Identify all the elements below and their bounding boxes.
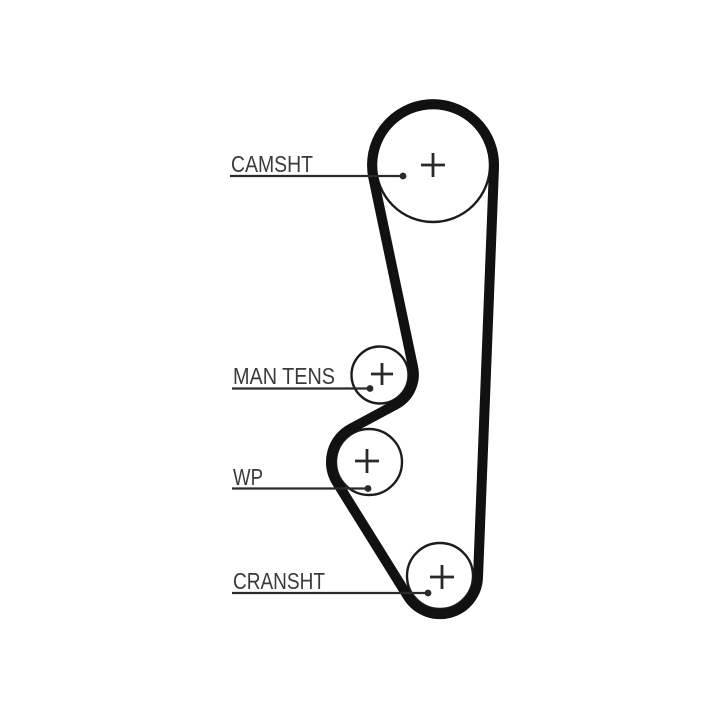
pulley-center-marks [355, 153, 454, 589]
camshaft-label: CAMSHT [231, 151, 313, 177]
water-pump-leader-dot [364, 485, 372, 492]
water-pump-cross-icon [355, 449, 379, 473]
crankshaft-cross-icon [430, 565, 454, 589]
crankshaft-leader-dot [424, 589, 432, 597]
labels: CAMSHT MAN TENS WP CRANSHT [231, 151, 335, 594]
tensioner-cross-icon [371, 363, 393, 385]
leader-lines [230, 172, 432, 597]
timing-belt-path [326, 99, 500, 620]
tensioner-label: MAN TENS [233, 363, 335, 389]
camshaft-leader-dot [399, 172, 407, 180]
camshaft-cross-icon [421, 153, 445, 177]
crankshaft-label: CRANSHT [233, 568, 325, 594]
water-pump-label: WP [233, 464, 263, 490]
tensioner-leader-dot [366, 385, 374, 392]
